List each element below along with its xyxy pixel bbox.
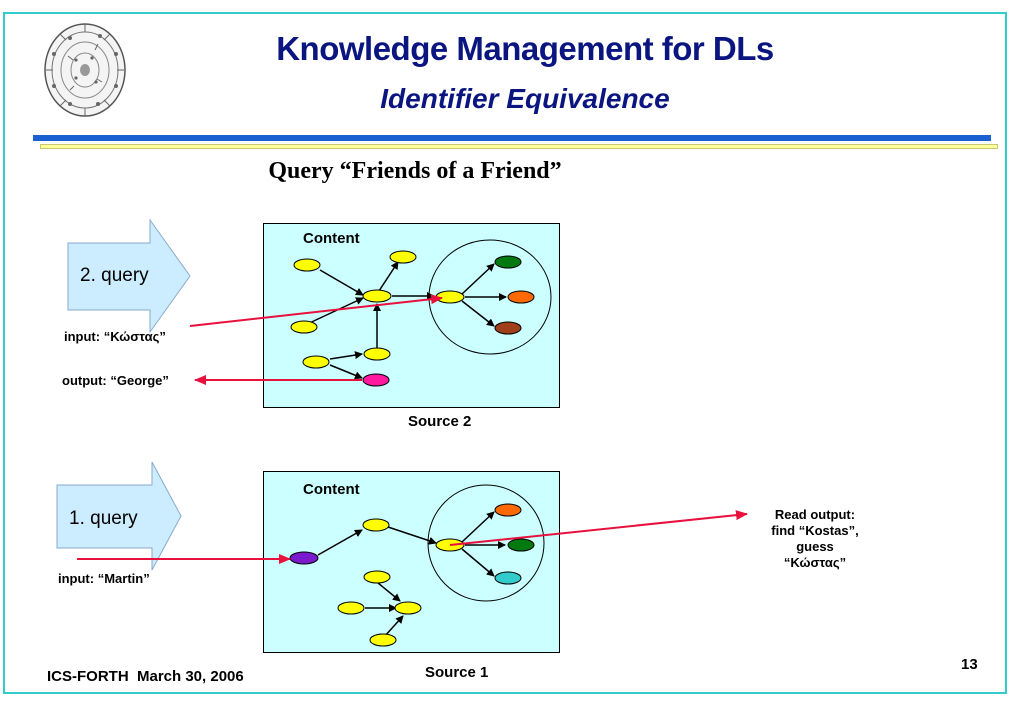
source2-node (302, 355, 330, 369)
source2-graph (290, 239, 552, 387)
source1-graph (289, 484, 545, 647)
source2-node (363, 347, 391, 361)
read-output-line: “Κώστας” (783, 555, 847, 570)
page-number: 13 (961, 656, 978, 673)
source1-start-node (289, 551, 319, 565)
read-output-line: find “Kostas”, (771, 523, 859, 538)
header-rule-yellow (40, 144, 998, 149)
query1-label: 1. query (69, 508, 138, 529)
source2-result-node (362, 373, 390, 387)
slide-title: Knowledge Management for DLs (276, 30, 774, 67)
read-output-line: guess (796, 539, 834, 554)
footer-text: ICS-FORTH March 30, 2006 (47, 668, 244, 685)
source2-node (435, 290, 465, 304)
source1-node (494, 503, 522, 517)
slide-frame (3, 12, 1007, 694)
source1-node (494, 571, 522, 585)
query2-arrow-shape (67, 218, 191, 334)
source2-content-label: Content (303, 230, 360, 247)
query1-arrow-shape (56, 461, 182, 571)
source1-node (337, 601, 365, 615)
query2-label: 2. query (80, 265, 149, 286)
source1-node (369, 633, 397, 647)
read-output-note: Read output: find “Kostas”, guess “Κώστα… (740, 507, 890, 571)
source1-label: Source 1 (425, 664, 489, 681)
source2-input-link (189, 294, 443, 327)
slide-subtitle: Identifier Equivalence (380, 83, 670, 114)
source2-input-label: input: “Κώστας” (64, 329, 166, 344)
source1-node (362, 518, 390, 532)
source2-node (494, 321, 522, 335)
source2-label: Source 2 (408, 413, 472, 430)
source2-node (507, 290, 535, 304)
source2-node (389, 250, 417, 264)
header-rule-blue (33, 135, 991, 141)
source1-input-label: input: “Martin” (58, 571, 150, 586)
source2-node (293, 258, 321, 272)
source1-readout-link (449, 510, 748, 546)
source1-node (507, 538, 535, 552)
source1-cluster-circle (427, 484, 545, 602)
source2-node (290, 320, 318, 334)
source1-content-label: Content (303, 481, 360, 498)
source2-output-label: output: “George” (62, 373, 169, 388)
source1-node (363, 570, 391, 584)
source1-node (394, 601, 422, 615)
read-output-line: Read output: (774, 507, 856, 522)
phaistos-disc-logo (44, 23, 126, 117)
source2-node (362, 289, 392, 303)
source2-node (494, 255, 522, 269)
slide-heading: Query “Friends of a Friend” (268, 158, 562, 184)
